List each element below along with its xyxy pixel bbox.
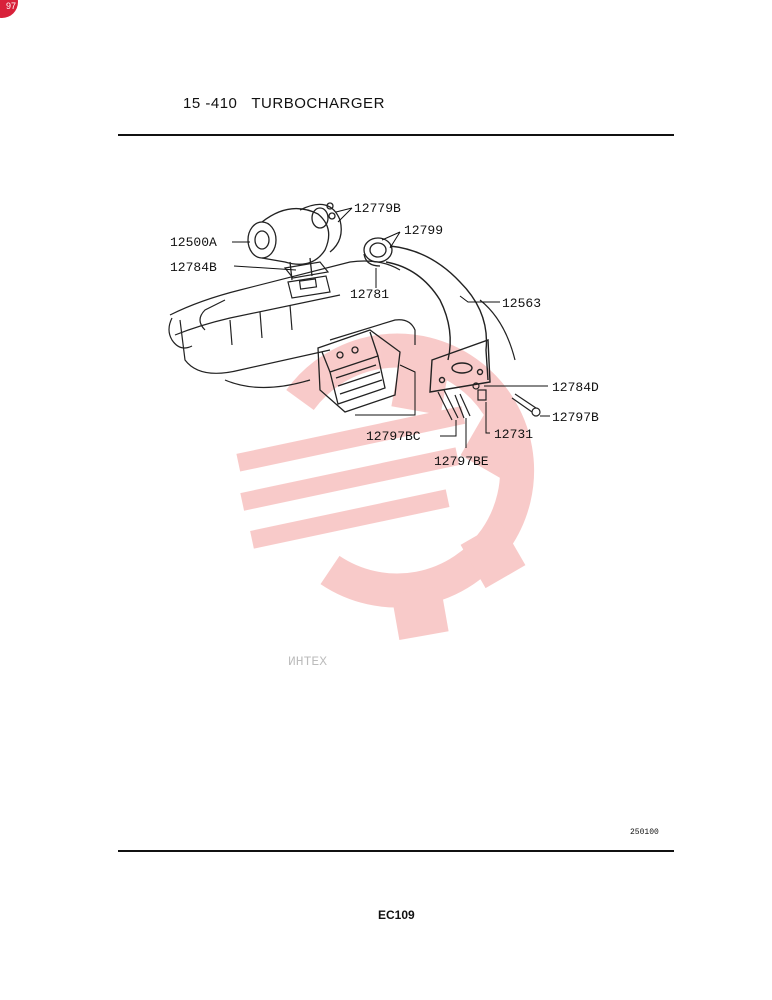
part-label-12797BC: 12797BC: [366, 429, 421, 444]
part-label-12784D: 12784D: [552, 380, 599, 395]
watermark-text: ИНТЕХ: [288, 654, 327, 669]
watermark-logo: ИНТЕХ: [236, 333, 535, 669]
part-label-12784B: 12784B: [170, 260, 217, 275]
part-label-12797BE: 12797BE: [434, 454, 489, 469]
gasket-icon: [283, 261, 331, 299]
section-number: 15 -410: [183, 95, 238, 112]
part-label-12563: 12563: [502, 296, 541, 311]
engine-outline: [168, 260, 516, 389]
manifold-block-icon: [317, 329, 401, 413]
part-label-12781: 12781: [350, 287, 389, 302]
page-title: 15 -410 TURBOCHARGER: [183, 95, 385, 112]
part-label-12731: 12731: [494, 427, 533, 442]
section-title: TURBOCHARGER: [251, 95, 385, 112]
page-id: EC109: [378, 908, 415, 922]
drawing-code: 250100: [630, 828, 659, 837]
part-label-12797B: 12797B: [552, 410, 599, 425]
part-label-12500A: 12500A: [170, 235, 217, 250]
part-label-12779B: 12779B: [354, 201, 401, 216]
turbocharger-icon: [247, 202, 342, 281]
clamp-icon: [363, 237, 393, 267]
watermark-gear-icon: [286, 333, 535, 608]
part-label-12799: 12799: [404, 223, 443, 238]
bolts-icon: [437, 382, 541, 421]
bottom-rule: [118, 850, 674, 852]
intake-pipe-icon: [385, 245, 491, 393]
top-rule: [118, 134, 674, 136]
leader-lines: [232, 207, 550, 448]
corner-page-badge: 97: [0, 0, 18, 18]
